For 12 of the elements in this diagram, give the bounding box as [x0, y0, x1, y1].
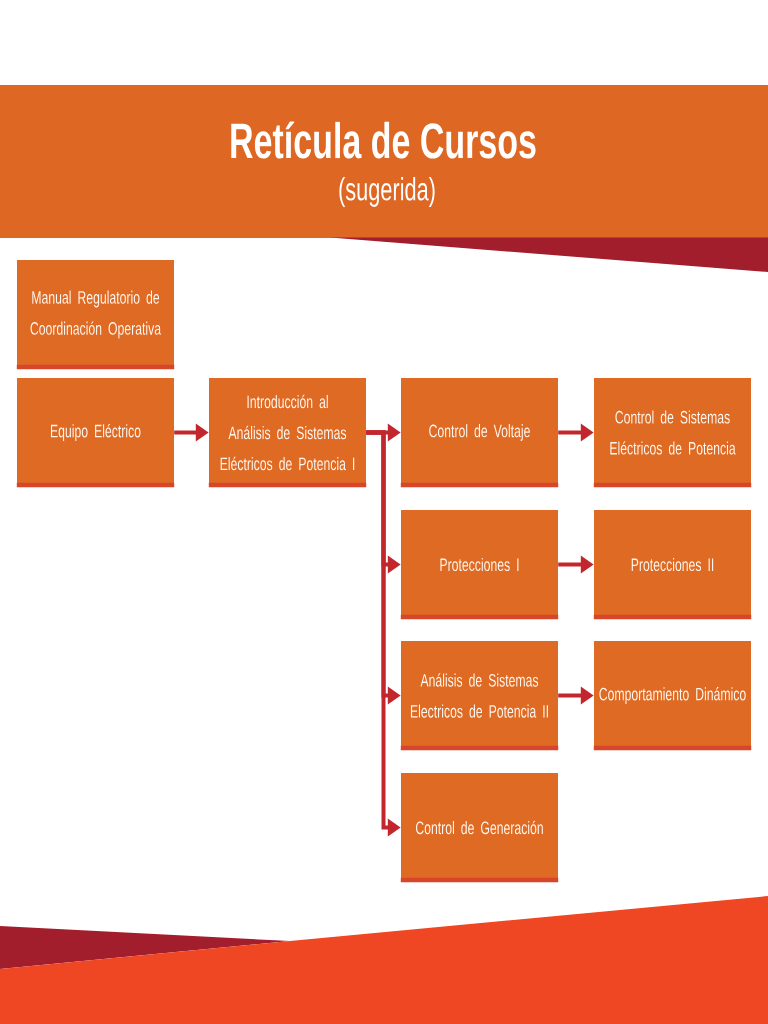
course-box: Protecciones I [400, 510, 559, 620]
course-box: Análisis de Sistemas Electricos de Potencia II [400, 641, 559, 751]
course-box: Manual Regulatorio de Coordinación Operativa [16, 260, 175, 370]
course-box: Introducción al Análisis de Sistemas Eléctricos de Potencia I [208, 378, 367, 488]
course-box: Comportamiento Dinámico [593, 641, 752, 751]
subtitle: (sugerida) [339, 177, 435, 207]
title: Retícula de Cursos [231, 121, 536, 159]
course-box: Equipo Eléctrico [16, 378, 175, 488]
course-box: Control de Generación [400, 773, 559, 883]
course-box: Control de Voltaje [400, 378, 559, 488]
course-box: Protecciones II [593, 510, 752, 620]
course-box: Control de Sistemas Eléctricos de Potencia [593, 378, 752, 488]
